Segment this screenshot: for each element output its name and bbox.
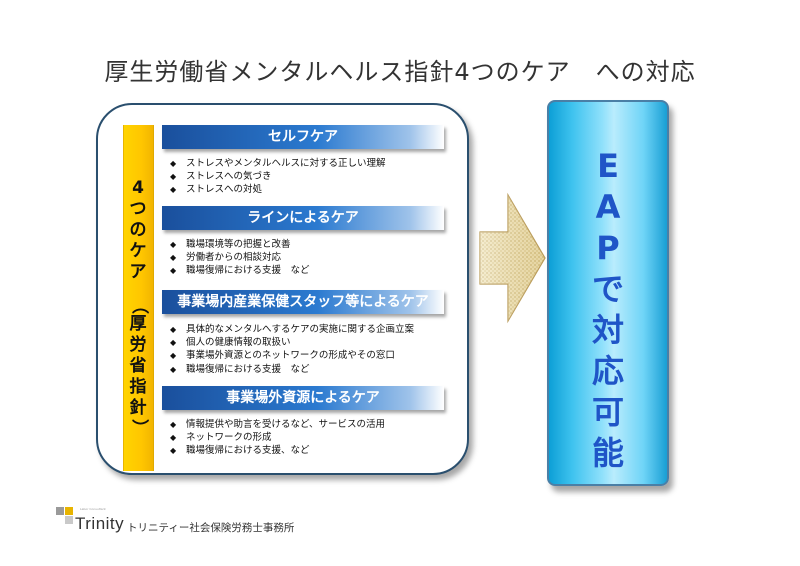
logo-wordmark: Trinity xyxy=(75,514,125,533)
label-char: つ xyxy=(129,199,147,219)
page-title: 厚生労働省メンタルヘルス指針4つのケア への対応 xyxy=(104,58,696,86)
list-item: ◆個人の健康情報の取扱い xyxy=(170,337,291,349)
section-list-self-care: ◆ストレスやメンタルヘルスに対する正しい理解 ◆ストレスへの気づき ◆ストレスへ… xyxy=(170,157,386,197)
list-item: ◆ネットワークの形成 xyxy=(170,432,272,444)
label-close-paren: ） xyxy=(128,419,149,436)
eap-vertical-text: E A P で 対 応 可 能 xyxy=(547,146,669,474)
list-item: ◆職場復帰における支援 など xyxy=(170,363,310,375)
four-cares-vertical-label: 4 つ の ケ ア （ 厚 労 省 指 針 ） xyxy=(121,178,155,436)
bullet-diamond-icon: ◆ xyxy=(170,253,177,263)
label-open-paren: （ xyxy=(128,297,149,314)
bullet-diamond-icon: ◆ xyxy=(170,420,177,429)
logo-tagline: Labor Consultant xyxy=(80,507,106,511)
eap-char: で xyxy=(591,270,624,308)
list-item: ◆事業場外資源とのネットワークの形成やその窓口 xyxy=(170,350,395,362)
eap-char: A xyxy=(595,188,621,226)
right-arrow-icon xyxy=(479,192,546,324)
bullet-diamond-icon: ◆ xyxy=(170,338,177,348)
company-name: トリニティー社会保険労務士事務所 xyxy=(127,522,295,534)
eap-char: E xyxy=(597,147,619,185)
bullet-diamond-icon: ◆ xyxy=(170,364,177,374)
bullet-diamond-icon: ◆ xyxy=(170,266,177,276)
eap-char: 可 xyxy=(591,393,624,431)
list-item: ◆職場復帰における支援、など xyxy=(170,445,310,457)
section-list-line-care: ◆職場環境等の把握と改善 ◆労働者からの相談対応 ◆職場復帰における支援 など xyxy=(170,238,310,278)
four-cares-panel xyxy=(96,103,469,475)
label-char: 厚 xyxy=(129,314,147,334)
label-char: ケ xyxy=(129,241,147,261)
section-header-internal-staff-care: 事業場内産業保健スタッフ等によるケア xyxy=(162,290,444,314)
eap-char: P xyxy=(596,229,620,267)
label-char: ア xyxy=(129,262,147,282)
section-header-line-care: ラインによるケア xyxy=(162,206,444,230)
section-header-self-care: セルフケア xyxy=(162,125,444,149)
list-item: ◆職場環境等の把握と改善 xyxy=(170,239,291,250)
bullet-diamond-icon: ◆ xyxy=(170,433,177,443)
list-item: ◆具体的なメンタルへするケアの実施に関する企画立案 xyxy=(170,324,415,335)
list-item: ◆労働者からの相談対応 xyxy=(170,252,282,264)
eap-char: 対 xyxy=(591,311,624,349)
label-char: 針 xyxy=(129,398,147,418)
trinity-logo-icon xyxy=(56,507,73,524)
list-item: ◆情報提供や助言を受けるなど、サービスの活用 xyxy=(170,419,386,430)
label-char: 指 xyxy=(129,377,147,397)
label-char: 省 xyxy=(129,356,147,376)
section-list-external-resource-care: ◆情報提供や助言を受けるなど、サービスの活用 ◆ネットワークの形成 ◆職場復帰に… xyxy=(170,418,385,458)
list-item: ◆ストレスやメンタルヘルスに対する正しい理解 xyxy=(170,158,386,169)
bullet-diamond-icon: ◆ xyxy=(170,159,177,168)
bullet-diamond-icon: ◆ xyxy=(170,351,177,361)
label-char: の xyxy=(129,220,147,240)
list-item: ◆職場復帰における支援 など xyxy=(170,265,310,277)
section-header-external-resource-care: 事業場外資源によるケア xyxy=(162,386,444,410)
list-item: ◆ストレスへの気づき xyxy=(170,171,272,183)
list-item: ◆ストレスへの対処 xyxy=(170,184,263,196)
label-char: 労 xyxy=(129,335,147,355)
label-char: 4 xyxy=(132,178,144,198)
bullet-diamond-icon: ◆ xyxy=(170,446,177,456)
section-list-internal-staff-care: ◆具体的なメンタルへするケアの実施に関する企画立案 ◆個人の健康情報の取扱い ◆… xyxy=(170,323,414,376)
bullet-diamond-icon: ◆ xyxy=(170,240,177,249)
eap-char: 能 xyxy=(591,434,624,472)
bullet-diamond-icon: ◆ xyxy=(170,185,177,195)
four-cares-label-bar xyxy=(123,125,154,471)
eap-panel xyxy=(547,100,669,486)
bullet-diamond-icon: ◆ xyxy=(170,325,177,334)
bullet-diamond-icon: ◆ xyxy=(170,172,177,182)
eap-char: 応 xyxy=(591,352,624,390)
